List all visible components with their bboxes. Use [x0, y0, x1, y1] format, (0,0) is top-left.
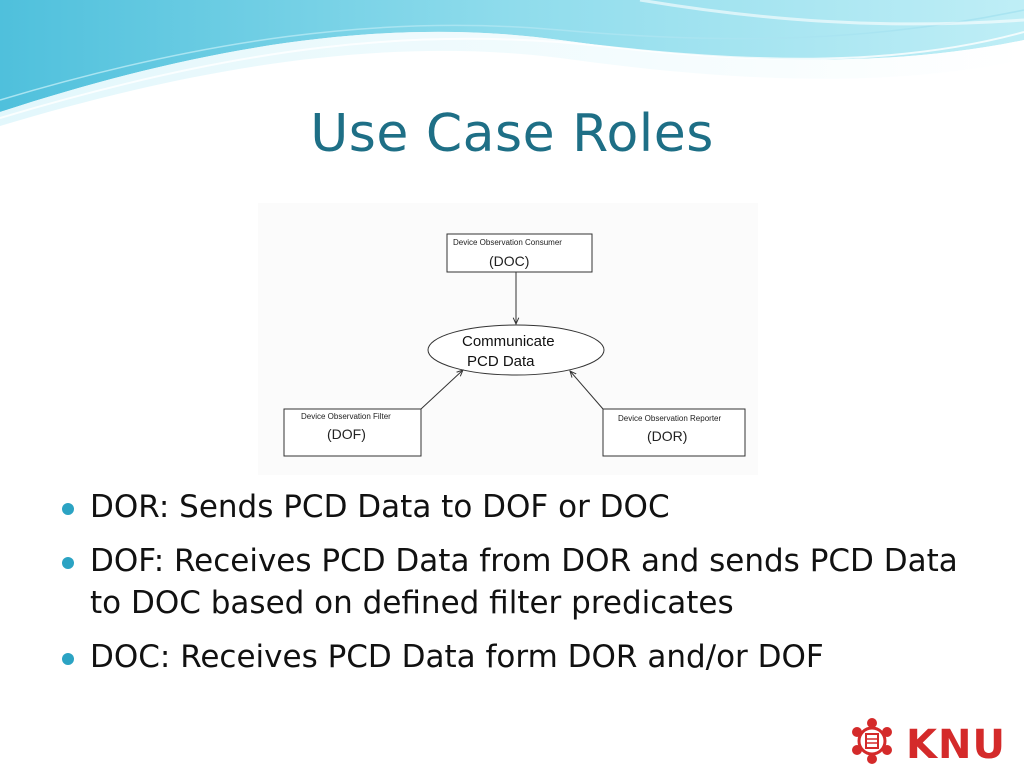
actor-dof-abbr: (DOF)	[327, 426, 366, 442]
actor-doc-title: Device Observation Consumer	[453, 238, 562, 247]
bullet-text: DOR: Sends PCD Data to DOF or DOC	[90, 489, 670, 525]
bullet-text: DOC: Receives PCD Data form DOR and/or D…	[90, 639, 824, 675]
bullet-dot-icon	[62, 557, 74, 569]
knu-emblem-icon	[852, 718, 892, 764]
bullet-dot-icon	[62, 653, 74, 665]
use-case-line2: PCD Data	[467, 353, 535, 370]
use-case-communicate-pcd-data: Communicate PCD Data	[427, 324, 605, 376]
connector-dof-to-use-case	[420, 370, 463, 410]
slide-title: Use Case Roles	[310, 104, 714, 164]
knu-logo: KNU	[852, 718, 1006, 768]
bullet-item: DOR: Sends PCD Data to DOF or DOC	[60, 486, 980, 528]
bullet-list: DOR: Sends PCD Data to DOF or DOC DOF: R…	[60, 486, 980, 690]
actor-doc-abbr: (DOC)	[489, 253, 529, 269]
bullet-item: DOC: Receives PCD Data form DOR and/or D…	[60, 636, 980, 678]
actor-dof-title: Device Observation Filter	[301, 412, 391, 421]
use-case-line1: Communicate	[462, 333, 555, 350]
use-case-diagram: Device Observation Consumer (DOC) Commun…	[258, 203, 758, 475]
header-wave-decoration	[0, 0, 1024, 126]
actor-dor-title: Device Observation Reporter	[618, 414, 721, 423]
actor-dor-abbr: (DOR)	[647, 428, 687, 444]
actor-box-doc: Device Observation Consumer (DOC)	[446, 233, 593, 273]
bullet-text: DOF: Receives PCD Data from DOR and send…	[90, 543, 958, 621]
actor-box-dor: Device Observation Reporter (DOR)	[602, 408, 746, 457]
bullet-item: DOF: Receives PCD Data from DOR and send…	[60, 540, 980, 624]
use-case-diagram-svg: Device Observation Consumer (DOC) Commun…	[283, 233, 746, 457]
actor-box-dof: Device Observation Filter (DOF)	[283, 408, 422, 457]
connector-dor-to-use-case	[570, 371, 604, 410]
bullet-dot-icon	[62, 503, 74, 515]
knu-logo-text: KNU	[906, 722, 1006, 768]
